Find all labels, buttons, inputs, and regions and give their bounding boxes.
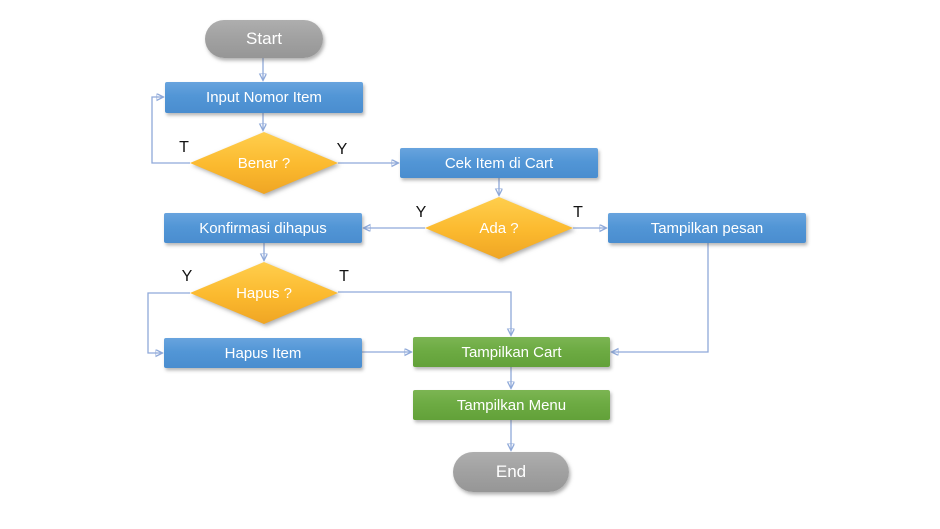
node-hapus-item-label: Hapus Item	[224, 344, 302, 362]
node-ada-decision: Ada ?	[425, 197, 573, 259]
node-hapus-decision: Hapus ?	[190, 262, 338, 324]
edge-hapus-no-to-cart	[338, 291, 511, 335]
node-hapus-item: Hapus Item	[164, 338, 362, 368]
node-ada-label: Ada ?	[479, 219, 519, 237]
node-konfirmasi-dihapus: Konfirmasi dihapus	[164, 213, 362, 243]
node-benar-decision: Benar ?	[190, 132, 338, 194]
node-tampilkan-pesan: Tampilkan pesan	[608, 213, 806, 243]
node-tampilkan-menu: Tampilkan Menu	[413, 390, 610, 420]
node-input-nomor-item: Input Nomor Item	[165, 82, 363, 113]
hapus-diamond-shape: Hapus ?	[190, 262, 338, 324]
node-end-label: End	[495, 462, 527, 481]
node-konfirmasi-dihapus-label: Konfirmasi dihapus	[199, 219, 327, 237]
node-tampilkan-pesan-label: Tampilkan pesan	[650, 219, 764, 237]
node-tampilkan-menu-label: Tampilkan Menu	[456, 396, 567, 414]
node-start-label: Start	[246, 29, 282, 48]
benar-diamond-shape: Benar ?	[190, 132, 338, 194]
node-tampilkan-cart: Tampilkan Cart	[413, 337, 610, 367]
edge-label-ada-yes: Y	[415, 204, 427, 221]
node-hapus-label: Hapus ?	[236, 284, 292, 302]
edge-label-benar-yes: Y	[336, 141, 348, 158]
node-tampilkan-cart-label: Tampilkan Cart	[461, 343, 562, 361]
edge-label-benar-no: T	[179, 139, 189, 156]
edge-pesan-to-cart	[612, 243, 709, 352]
edge-label-hapus-no: T	[339, 268, 349, 285]
node-start: Start	[205, 20, 323, 58]
node-cek-item-di-cart-label: Cek Item di Cart	[444, 154, 554, 172]
node-benar-label: Benar ?	[237, 154, 291, 172]
node-input-nomor-item-label: Input Nomor Item	[206, 89, 322, 106]
node-end: End	[453, 452, 569, 492]
edge-label-hapus-yes: Y	[181, 268, 193, 285]
node-cek-item-di-cart: Cek Item di Cart	[400, 148, 598, 178]
edge-label-ada-no: T	[573, 204, 583, 221]
ada-diamond-shape: Ada ?	[425, 197, 573, 259]
